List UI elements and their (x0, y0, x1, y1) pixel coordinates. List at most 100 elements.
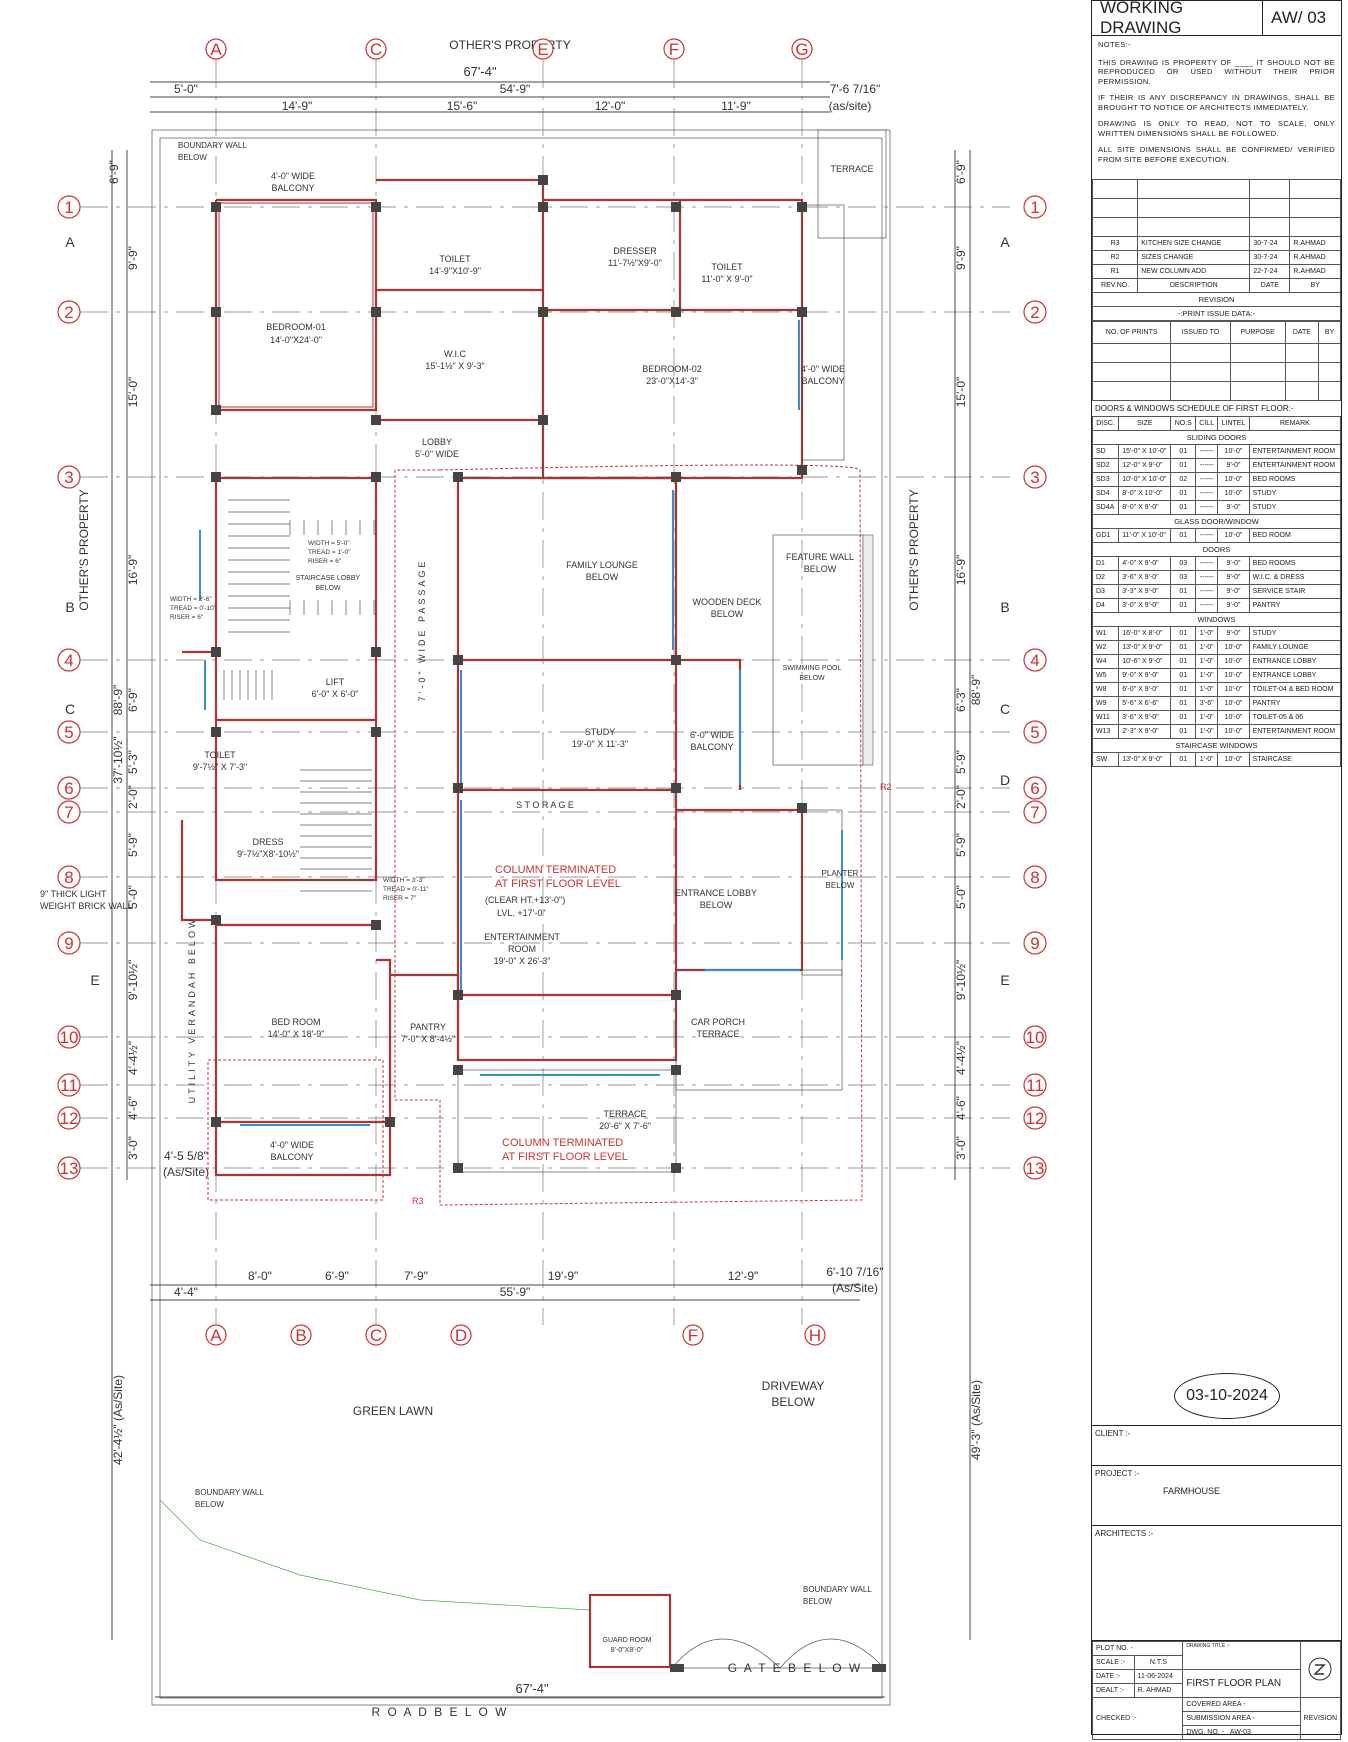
project-name: FARMHOUSE (1163, 1486, 1221, 1496)
room-bedroom01-size: 14'-0"X24'-0" (270, 335, 322, 345)
schedule-group-row: SLIDING DOORS (1092, 430, 1341, 445)
svg-text:9" THICK LIGHT: 9" THICK LIGHT (40, 889, 107, 899)
dim-top-7: (as/site) (829, 99, 872, 113)
svg-text:55'-9": 55'-9" (500, 1285, 531, 1299)
svg-text:1: 1 (64, 198, 73, 217)
gate-label: G A T E B E L O W (728, 1661, 862, 1675)
svg-text:BEDROOM-02: BEDROOM-02 (642, 364, 702, 374)
structural-column (453, 1065, 463, 1075)
grid-bubble-row: 2 (57, 300, 81, 324)
rev-tag-r2: R2 (880, 782, 892, 792)
svg-text:7'-9": 7'-9" (404, 1269, 428, 1283)
structural-column (211, 472, 221, 482)
svg-text:14'-9"X10'-9": 14'-9"X10'-9" (429, 266, 481, 276)
structural-column (671, 1163, 681, 1173)
svg-text:6'-9": 6'-9" (954, 160, 968, 184)
structural-column (453, 783, 463, 793)
svg-text:5'-9": 5'-9" (954, 750, 968, 774)
columns (211, 175, 807, 1173)
svg-text:10: 10 (60, 1028, 79, 1047)
dim-top-5: 12'-0" (595, 99, 626, 113)
svg-text:DRESS: DRESS (252, 837, 283, 847)
grid-bubble-row: 5 (57, 720, 81, 744)
svg-text:C: C (370, 40, 382, 59)
svg-text:3: 3 (64, 468, 73, 487)
svg-text:7'-0" WIDE PASSAGE: 7'-0" WIDE PASSAGE (417, 559, 427, 702)
structural-column (671, 307, 681, 317)
project-label: PROJECT :- (1095, 1469, 1140, 1478)
svg-text:ENTERTAINMENT: ENTERTAINMENT (484, 932, 560, 942)
svg-text:UTILITY VERANDAH BELOW: UTILITY VERANDAH BELOW (187, 917, 197, 1104)
svg-text:WEIGHT BRICK WALL: WEIGHT BRICK WALL (40, 901, 133, 911)
svg-text:19'-9": 19'-9" (548, 1269, 579, 1283)
svg-text:C: C (370, 1326, 382, 1345)
svg-text:BOUNDARY WALL: BOUNDARY WALL (803, 1585, 872, 1594)
svg-text:DRESSER: DRESSER (613, 246, 657, 256)
revision-cloud-r3 (207, 1059, 384, 1201)
svg-text:3'-0": 3'-0" (954, 1136, 968, 1160)
svg-text:8'-0"X8'-0": 8'-0"X8'-0" (611, 1647, 644, 1654)
svg-text:(CLEAR HT.+13'-0"): (CLEAR HT.+13'-0") (485, 895, 565, 905)
project-box: PROJECT :- FARMHOUSE (1092, 1465, 1341, 1532)
svg-text:9'-9": 9'-9" (126, 246, 140, 270)
structural-column (453, 472, 463, 482)
svg-text:11: 11 (60, 1076, 78, 1095)
grid-bubble-row: 13 (57, 1156, 81, 1180)
svg-text:TOILET: TOILET (204, 750, 236, 760)
svg-text:12'-9": 12'-9" (728, 1269, 759, 1283)
svg-text:8: 8 (1030, 868, 1039, 887)
svg-text:4'-4½": 4'-4½" (126, 1041, 140, 1075)
right-property-label: OTHER'S PROPERTY (907, 489, 921, 610)
grid-bubble-row: 10 (1023, 1025, 1047, 1049)
svg-text:W.I.C: W.I.C (444, 349, 466, 359)
svg-text:5: 5 (1030, 723, 1039, 742)
svg-text:4'-0" WIDE: 4'-0" WIDE (270, 1140, 314, 1150)
structural-column (371, 472, 381, 482)
dim-top-1: 54'-9" (500, 82, 531, 96)
svg-text:BELOW: BELOW (195, 1500, 224, 1509)
svg-text:6: 6 (64, 779, 73, 798)
structural-column (538, 175, 548, 185)
svg-text:RISER = 6": RISER = 6" (308, 558, 342, 565)
svg-text:PLANTER: PLANTER (822, 869, 859, 878)
svg-text:TERRACE: TERRACE (830, 164, 873, 174)
svg-text:LIFT: LIFT (326, 677, 345, 687)
structural-column (671, 990, 681, 1000)
svg-text:6'-10 7/16": 6'-10 7/16" (826, 1265, 883, 1279)
plan-notes: COLUMN TERMINATED AT FIRST FLOOR LEVEL (… (40, 141, 872, 1606)
gate-area: G A T E B E L O W (670, 1638, 886, 1675)
svg-text:D: D (455, 1326, 467, 1345)
svg-text:BOUNDARY WALL: BOUNDARY WALL (178, 141, 247, 150)
structural-column (371, 202, 381, 212)
svg-text:BALCONY: BALCONY (690, 742, 733, 752)
svg-text:9'-7½" X 7'-3": 9'-7½" X 7'-3" (193, 762, 247, 772)
svg-text:BELOW: BELOW (826, 881, 855, 890)
svg-text:A: A (1000, 234, 1010, 250)
title-header: WORKING DRAWING AW/ 03 (1092, 0, 1341, 37)
client-box: CLIENT :- (1092, 1425, 1341, 1472)
svg-text:16'-9": 16'-9" (126, 555, 140, 586)
svg-text:TERRACE: TERRACE (696, 1029, 739, 1039)
svg-text:WOODEN DECK: WOODEN DECK (692, 597, 761, 607)
svg-text:FEATURE WALL: FEATURE WALL (786, 552, 854, 562)
svg-text:BELOW: BELOW (315, 585, 341, 592)
svg-text:1: 1 (1030, 198, 1039, 217)
svg-text:11'-0" X 9'-0": 11'-0" X 9'-0" (701, 274, 752, 284)
svg-text:11: 11 (1026, 1076, 1044, 1095)
svg-text:9: 9 (1030, 934, 1039, 953)
structural-column (671, 783, 681, 793)
svg-text:2'-0": 2'-0" (954, 785, 968, 809)
left-dimensions: 6'-9" 9'-9" 15'-0" 16'-9" 6'-9" 5'-3" 2'… (77, 150, 209, 1640)
svg-text:49'-3" (As/Site): 49'-3" (As/Site) (969, 1380, 983, 1460)
svg-text:15'-1½" X 9'-3": 15'-1½" X 9'-3" (425, 361, 484, 371)
svg-text:F: F (669, 40, 679, 59)
